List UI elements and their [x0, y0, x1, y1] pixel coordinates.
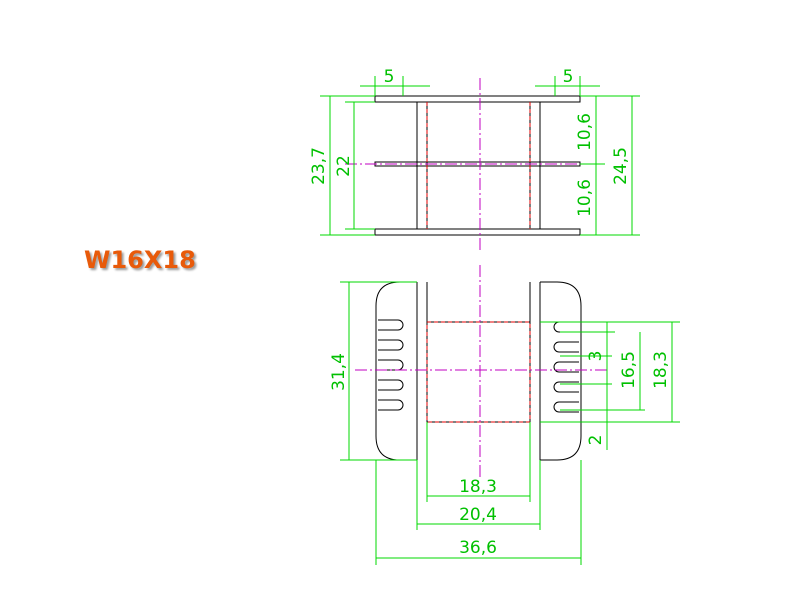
dim-10-6-lower: 10,6	[575, 179, 595, 217]
dim-36-6: 36,6	[459, 538, 497, 558]
dim-18-3-bottom: 18,3	[459, 477, 497, 497]
dim-23-7: 23,7	[309, 147, 329, 185]
front-view-dimensions	[340, 281, 680, 565]
dim-22: 22	[334, 155, 354, 177]
dim-10-6-upper: 10,6	[575, 113, 595, 151]
bottom-flange	[374, 228, 581, 236]
front-view	[355, 265, 610, 480]
hidden-window	[426, 321, 531, 423]
dim-top-left-5: 5	[384, 67, 395, 87]
top-view-dimensions	[320, 76, 640, 236]
dimension-labels: 5 5 23,7 22 10,6 10,6 24,5 31,4 3 16,5 1…	[309, 67, 671, 558]
dim-18-3-right: 18,3	[651, 351, 671, 389]
dim-24-5: 24,5	[611, 147, 631, 185]
top-flange	[374, 95, 581, 103]
core-window	[426, 321, 531, 423]
top-view	[345, 78, 600, 250]
dim-16-5: 16,5	[619, 351, 639, 389]
left-slots	[378, 319, 404, 411]
dim-31-4: 31,4	[329, 353, 349, 391]
left-flange-outline	[375, 281, 417, 461]
part-title: W16X18	[84, 246, 196, 274]
dim-top-right-5: 5	[563, 67, 574, 87]
dim-2: 2	[586, 435, 606, 446]
right-slots	[553, 321, 579, 413]
dim-3: 3	[586, 351, 606, 362]
dim-20-4: 20,4	[459, 505, 497, 525]
right-flange-outline	[540, 281, 582, 461]
